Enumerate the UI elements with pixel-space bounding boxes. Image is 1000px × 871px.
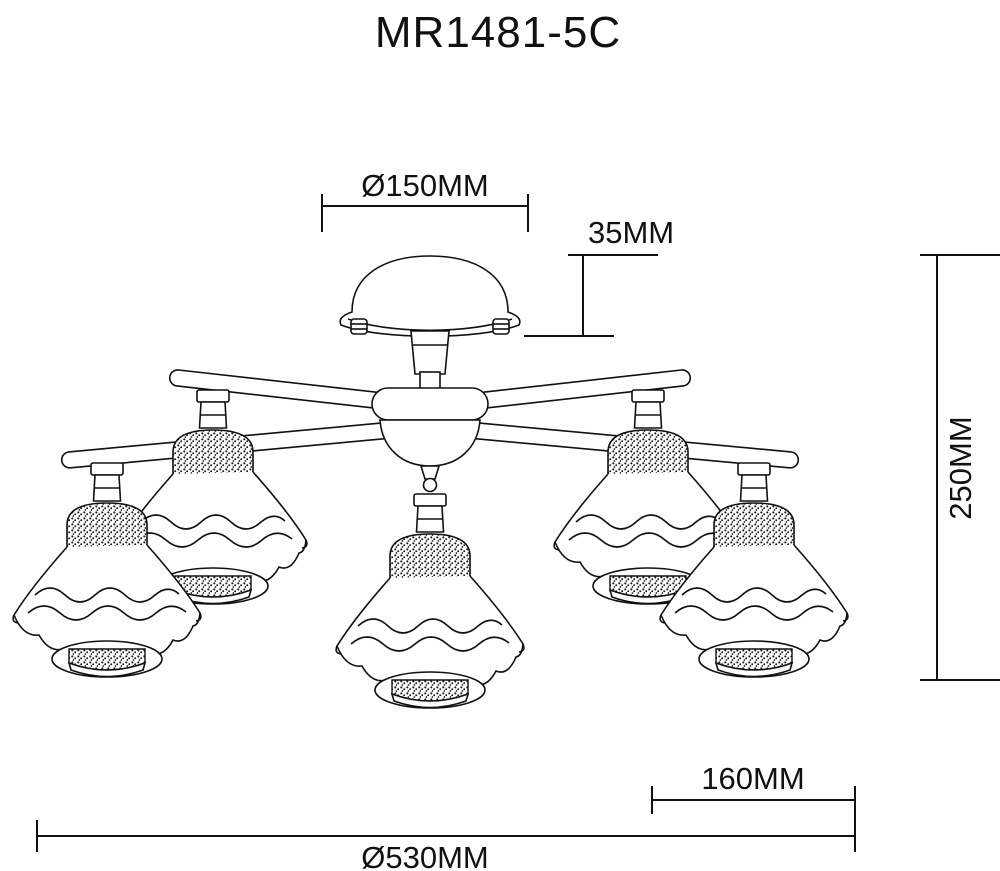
dim-label-overall-diameter: Ø530MM: [361, 840, 488, 871]
dim-canopy-height: 35MM: [524, 215, 674, 337]
canopy-dome: [339, 255, 521, 338]
canopy-screw-right: [492, 318, 510, 335]
canopy-screw-left: [350, 318, 368, 335]
canopy-neck: [410, 330, 450, 375]
hub-finial-ball: [422, 477, 438, 493]
ceiling-canopy: [339, 255, 521, 393]
central-hub: [371, 387, 489, 493]
dim-canopy-diameter: Ø150MM: [321, 168, 529, 232]
dim-label-fixture-height: 250MM: [943, 416, 978, 519]
dim-label-canopy-height: 35MM: [588, 215, 674, 250]
lamp-shade-center: [335, 493, 525, 709]
dim-label-canopy-diameter: Ø150MM: [361, 168, 488, 203]
hub-finial: [419, 465, 441, 480]
dim-shade-offset: 160MM: [651, 761, 856, 852]
dim-fixture-height: 250MM: [920, 254, 1000, 681]
model-number-title: MR1481-5C: [375, 8, 621, 57]
hub-bowl: [379, 419, 481, 467]
dim-label-shade-offset: 160MM: [701, 761, 804, 796]
hub-capsule: [371, 387, 489, 421]
dim-overall-diameter: Ø530MM: [36, 820, 855, 871]
